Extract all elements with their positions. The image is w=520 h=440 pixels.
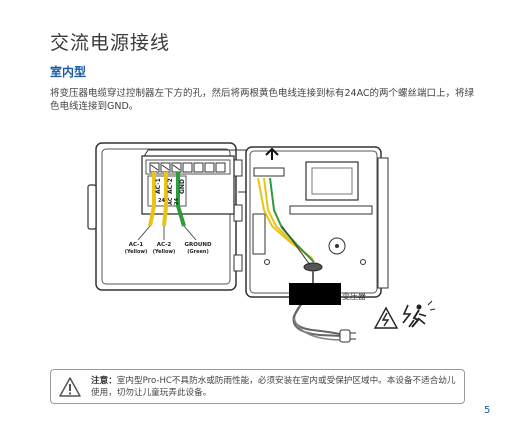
warning-triangle-icon [373,306,399,329]
wiring-figure: AC-1 AC-2 GND 24 AC 24 AC-1 (Yellow) AC-… [87,142,436,343]
controller-body [245,146,389,298]
transformer-label: 变压器 [342,291,366,301]
wire-label-ac2: AC-2 [157,242,172,248]
body-paragraph: 将变压器电缆穿过控制器左下方的孔，然后将两根黄色电线连接到标有24AC的两个螺丝… [50,88,475,112]
inner-wires [257,177,315,266]
caution-box: 注意：室内型Pro-HC不具防水或防雨性能，必须安装在室内或受保护区域中。本设备… [50,369,465,404]
wire-color-ground: (Green) [187,249,208,255]
terminal-number-1: 24 [158,198,165,204]
wire-color-ac1: (Yellow) [125,249,148,255]
terminal-label-ac1: AC-1 [155,178,162,194]
terminal-label-gnd: GND [179,179,186,194]
electric-shock-icon [402,300,436,328]
caution-text: 注意：室内型Pro-HC不具防水或防雨性能，必须安装在室内或受保护区域中。本设备… [91,375,459,399]
page-number: 5 [484,405,491,416]
wire-color-ac2: (Yellow) [153,249,176,255]
terminal-number-2: AC [168,197,174,205]
transformer-box [289,283,341,305]
section-title: 室内型 [50,65,87,79]
terminal-wires [148,172,186,227]
terminal-number-3: 24 [174,198,180,205]
caution-label: 注意： [91,376,117,386]
caution-triangle-icon [59,377,81,397]
transformer-cable [292,271,356,343]
wire-label-ground: GROUND [184,242,211,248]
terminal-label-ac2: AC-2 [167,178,174,194]
label-leaders [137,225,197,241]
page-title: 交流电源接线 [50,32,171,54]
wire-label-ac1: AC-1 [129,242,144,248]
caution-body: 室内型Pro-HC不具防水或防雨性能，必须安装在室内或受保护区域中。本设备不适合… [91,376,456,398]
